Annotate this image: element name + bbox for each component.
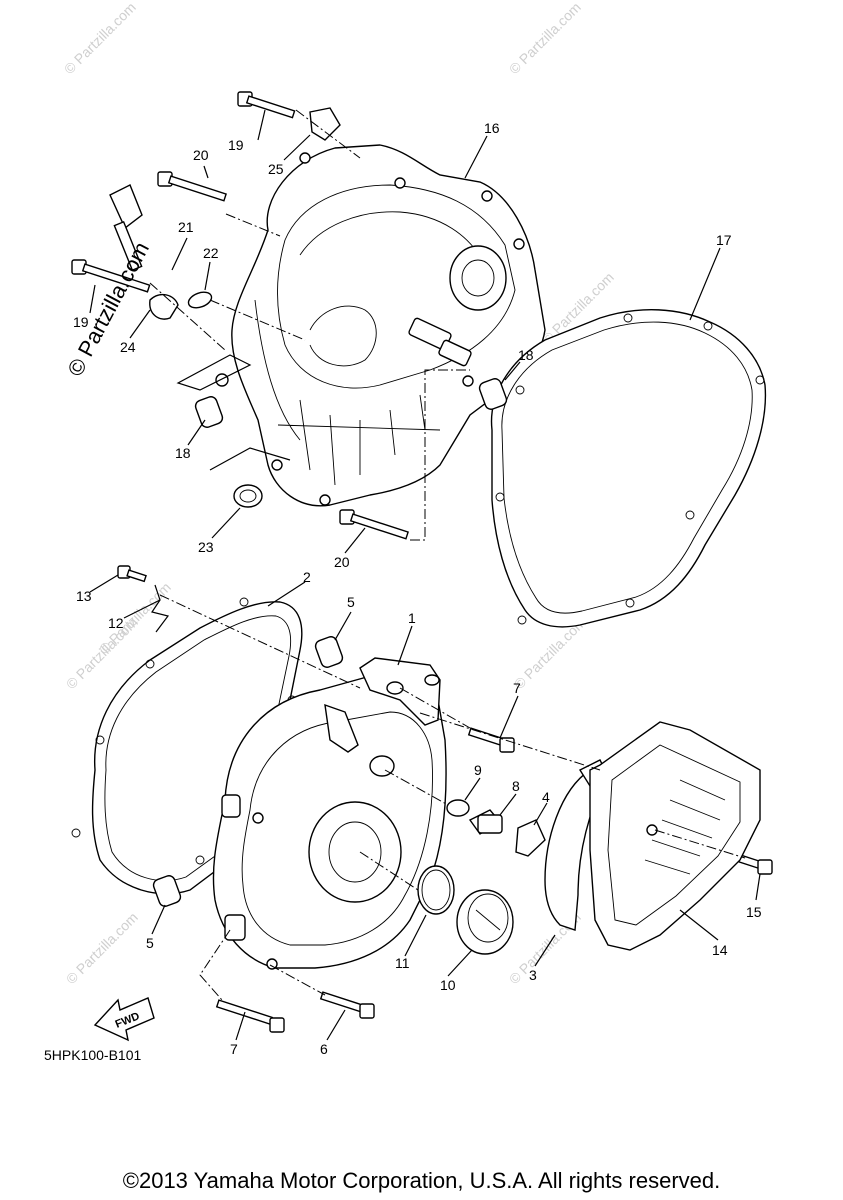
gasket-17 (490, 309, 767, 628)
callout-5-bottom: 5 (146, 935, 154, 951)
bolt-15 (737, 854, 773, 875)
clamp-25 (309, 107, 341, 141)
callout-16: 16 (484, 120, 500, 136)
callout-17: 17 (716, 232, 732, 248)
callout-19-top: 19 (228, 137, 244, 153)
watermark-text: © Partzilla.com (506, 0, 584, 77)
callout-12: 12 (108, 615, 124, 631)
o-ring-11 (417, 865, 455, 915)
callout-19-left: 19 (73, 314, 89, 330)
clip-24 (149, 293, 179, 320)
copyright-notice: ©2013 Yamaha Motor Corporation, U.S.A. A… (122, 1168, 721, 1193)
callout-13: 13 (76, 588, 92, 604)
callout-23: 23 (198, 539, 214, 555)
callout-15: 15 (746, 904, 762, 920)
callout-18-left: 18 (175, 445, 191, 461)
dipstick-21 (109, 184, 143, 272)
callout-2: 2 (303, 569, 311, 585)
dowel-pin-18-left (194, 396, 224, 428)
callout-8: 8 (512, 778, 520, 794)
callouts: 1 2 3 4 5 5 6 7 7 8 9 10 11 12 13 14 15 … (73, 120, 762, 1057)
callout-5-top: 5 (347, 594, 355, 610)
partzilla-watermark: © Partzilla.com (62, 238, 154, 381)
bolt-19-left (71, 259, 151, 293)
plug-8 (468, 809, 503, 835)
diagram-ref-code: 5HPK100-B101 (44, 1047, 142, 1063)
dowel-pin-18-right (478, 378, 508, 410)
dowel-pin-5-bottom (152, 875, 182, 907)
callout-10: 10 (440, 977, 456, 993)
callout-7-upper: 7 (513, 680, 521, 696)
callout-6: 6 (320, 1041, 328, 1057)
callout-21: 21 (178, 219, 194, 235)
bolt-7-lower (215, 999, 285, 1033)
callout-22: 22 (203, 245, 219, 261)
bolt-6 (319, 991, 375, 1019)
callout-24: 24 (120, 339, 136, 355)
bolt-20-lower (339, 509, 409, 540)
bolt-7-upper (467, 727, 515, 753)
crankcase-cover-main (212, 657, 447, 970)
watermark-text: © Partzilla.com (61, 0, 139, 77)
callout-25: 25 (268, 161, 284, 177)
callout-14: 14 (712, 942, 728, 958)
assembly-lines-lower (159, 594, 746, 1001)
callout-18-right: 18 (518, 347, 534, 363)
callout-3: 3 (529, 967, 537, 983)
o-ring-9 (446, 799, 470, 817)
bolt-20-upper (157, 171, 227, 202)
fwd-arrow-icon: FWD (93, 997, 155, 1042)
bolt-13 (117, 565, 147, 583)
callout-11: 11 (395, 955, 410, 971)
callout-4: 4 (542, 789, 550, 805)
o-ring-22 (187, 291, 213, 309)
callout-7-lower: 7 (230, 1041, 238, 1057)
assembly-lines-upper (149, 109, 470, 541)
leader-lines (89, 109, 761, 1041)
callout-20-top: 20 (193, 147, 209, 163)
clip-12 (151, 584, 170, 633)
callout-9: 9 (474, 762, 482, 778)
plug-10 (456, 889, 514, 955)
oil-seal-23 (233, 484, 263, 508)
dowel-pin-5-top (314, 636, 344, 668)
callout-1: 1 (408, 610, 416, 626)
callout-20-bottom: 20 (334, 554, 350, 570)
piece-4 (515, 819, 546, 857)
bolt-19-top (237, 91, 296, 119)
watermark-text: © Partzilla.com (63, 909, 141, 987)
